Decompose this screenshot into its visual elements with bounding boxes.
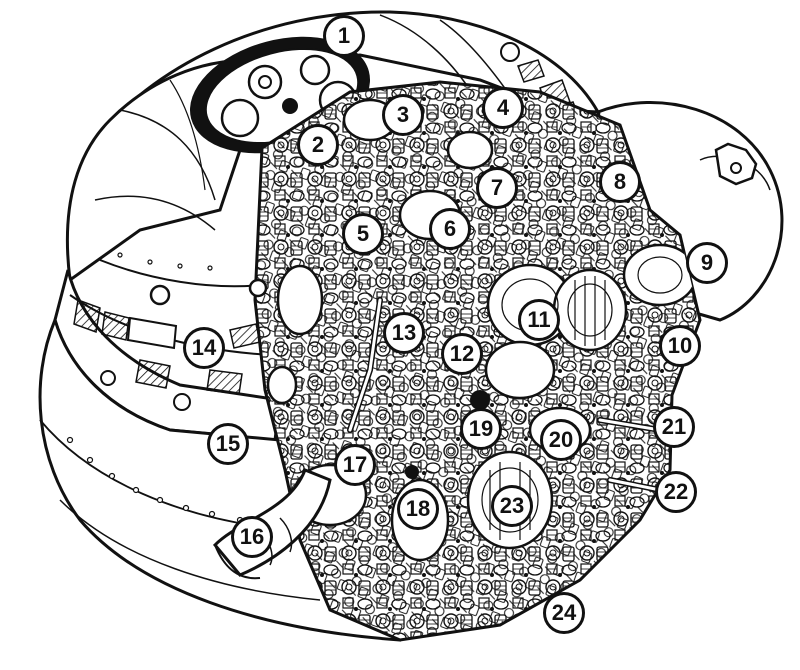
callout-label: 18 bbox=[405, 496, 431, 521]
callout-1: 1 bbox=[323, 15, 365, 57]
callout-label: 21 bbox=[661, 414, 687, 439]
callout-20: 20 bbox=[540, 419, 582, 461]
callout-label: 22 bbox=[663, 479, 689, 504]
callout-16: 16 bbox=[231, 516, 273, 558]
callout-11: 11 bbox=[518, 299, 560, 341]
callout-label: 16 bbox=[239, 524, 265, 549]
callout-23: 23 bbox=[491, 485, 533, 527]
callout-8: 8 bbox=[599, 161, 641, 203]
callout-label: 8 bbox=[613, 169, 627, 194]
callout-2: 2 bbox=[297, 124, 339, 166]
callout-label: 23 bbox=[499, 493, 525, 518]
callout-label: 15 bbox=[215, 431, 241, 456]
callout-17: 17 bbox=[334, 444, 376, 486]
callout-14: 14 bbox=[183, 327, 225, 369]
callout-19: 19 bbox=[460, 408, 502, 450]
callout-label: 3 bbox=[396, 102, 410, 127]
callout-9: 9 bbox=[686, 242, 728, 284]
callout-21: 21 bbox=[653, 406, 695, 448]
callout-label: 12 bbox=[449, 341, 475, 366]
callout-5: 5 bbox=[342, 213, 384, 255]
callout-label: 14 bbox=[191, 335, 217, 360]
callout-label: 1 bbox=[337, 23, 351, 48]
callout-label: 10 bbox=[667, 333, 693, 358]
callout-3: 3 bbox=[382, 94, 424, 136]
callout-6: 6 bbox=[429, 208, 471, 250]
callout-4: 4 bbox=[482, 87, 524, 129]
callout-label: 5 bbox=[356, 221, 370, 246]
callout-label: 19 bbox=[468, 416, 494, 441]
callout-label: 2 bbox=[311, 132, 325, 157]
callout-label: 7 bbox=[490, 175, 504, 200]
callout-7: 7 bbox=[476, 167, 518, 209]
callout-10: 10 bbox=[659, 325, 701, 367]
callout-label: 6 bbox=[443, 216, 457, 241]
callout-24: 24 bbox=[543, 592, 585, 634]
callout-label: 4 bbox=[496, 95, 510, 120]
callout-label: 9 bbox=[700, 250, 714, 275]
callout-13: 13 bbox=[383, 312, 425, 354]
callout-label: 11 bbox=[527, 307, 551, 332]
callout-12: 12 bbox=[441, 333, 483, 375]
callout-label: 17 bbox=[342, 452, 368, 477]
callout-18: 18 bbox=[397, 488, 439, 530]
callout-label: 24 bbox=[551, 600, 577, 625]
callout-label: 20 bbox=[548, 427, 574, 452]
callout-15: 15 bbox=[207, 423, 249, 465]
callout-22: 22 bbox=[655, 471, 697, 513]
callout-label: 13 bbox=[391, 320, 417, 345]
